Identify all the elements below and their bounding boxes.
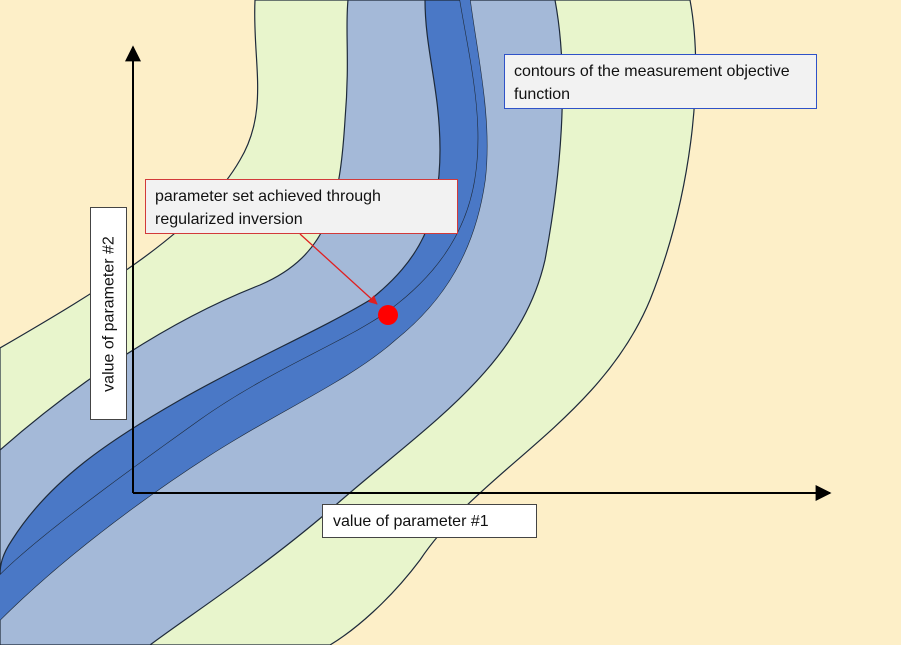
contours-callout-label: contours of the measurement objective fu… bbox=[504, 54, 817, 109]
inner-band-lower-fill bbox=[0, 0, 487, 620]
x-axis-label: value of parameter #1 bbox=[322, 504, 537, 538]
y-axis-label: value of parameter #2 bbox=[90, 207, 127, 420]
callout-arrow bbox=[299, 233, 378, 305]
parameter-set-callout-label: parameter set achieved through regulariz… bbox=[145, 179, 458, 234]
y-axis-label-text: value of parameter #2 bbox=[100, 235, 117, 392]
parameter-set-marker bbox=[378, 305, 398, 325]
